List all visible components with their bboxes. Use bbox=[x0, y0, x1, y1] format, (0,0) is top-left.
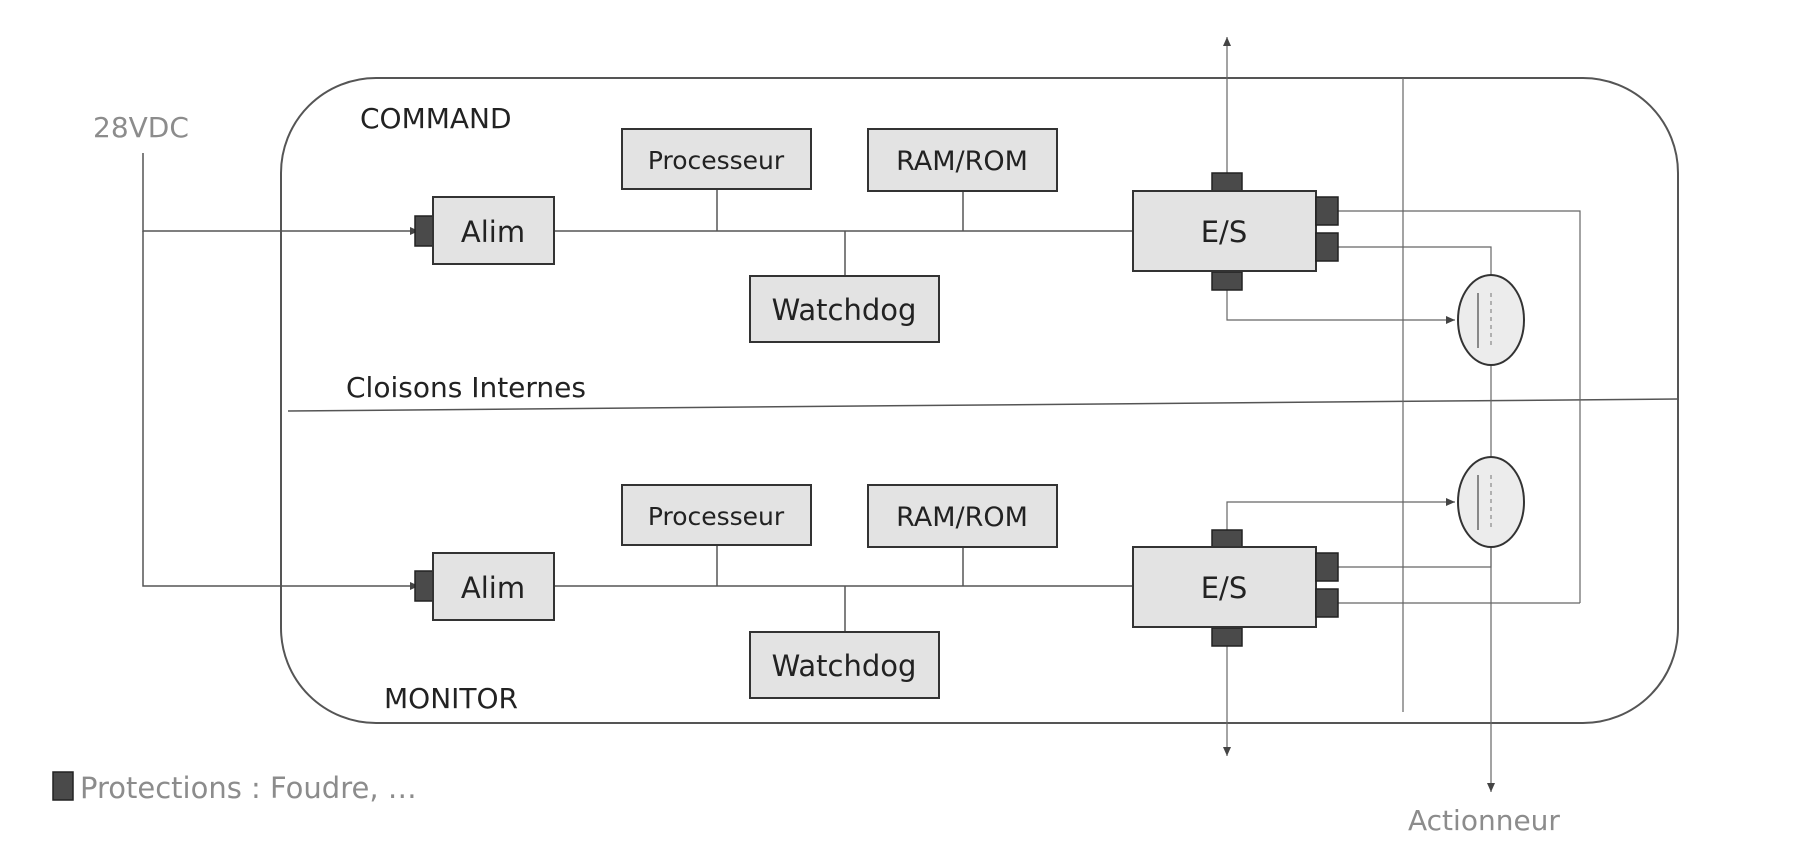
power-feed-monitor bbox=[142, 231, 419, 590]
monitor-processor-box bbox=[621, 484, 812, 546]
command-io-box bbox=[1132, 190, 1317, 272]
actuator-coil-monitor bbox=[1457, 456, 1525, 548]
monitor-io-bottom-protection bbox=[1211, 627, 1243, 647]
monitor-memory-box bbox=[867, 484, 1058, 548]
command-alim-box bbox=[432, 196, 555, 265]
monitor-title: MONITOR bbox=[384, 682, 518, 715]
monitor-io-to-actuator bbox=[1226, 498, 1455, 532]
actuator-feedback-to-monitor bbox=[1328, 547, 1492, 571]
command-watchdog-box bbox=[749, 275, 940, 343]
command-memory-label: RAM/ROM bbox=[896, 146, 1028, 177]
monitor-watchdog-label: Watchdog bbox=[772, 649, 917, 683]
command-memory-box bbox=[867, 128, 1058, 192]
monitor-io-right-protection-1 bbox=[1315, 552, 1339, 582]
internal-partition-line bbox=[287, 398, 1679, 412]
equipment-enclosure bbox=[280, 77, 1679, 724]
actuator-label: Actionneur bbox=[1408, 804, 1560, 837]
command-io-to-actuator bbox=[1226, 290, 1455, 324]
command-alim-label: Alim bbox=[461, 215, 525, 249]
monitor-io-right-protection-2 bbox=[1315, 588, 1339, 618]
actuator-coil-command bbox=[1457, 274, 1525, 366]
monitor-memory-label: RAM/ROM bbox=[896, 502, 1028, 533]
monitor-alim-box bbox=[432, 552, 555, 621]
monitor-alim-label: Alim bbox=[461, 571, 525, 605]
command-processor-label: Processeur bbox=[648, 146, 785, 175]
command-io-feedback-out bbox=[1328, 246, 1492, 281]
legend-protection-swatch bbox=[52, 771, 74, 801]
monitor-io-box bbox=[1132, 546, 1317, 628]
command-io-right-protection-1 bbox=[1315, 196, 1339, 226]
command-title: COMMAND bbox=[360, 102, 512, 135]
monitor-io-label: E/S bbox=[1201, 571, 1248, 605]
legend-label: Protections : Foudre, … bbox=[80, 771, 417, 805]
monitor-processor-label: Processeur bbox=[648, 502, 785, 531]
command-io-label: E/S bbox=[1201, 215, 1248, 249]
partition-label: Cloisons Internes bbox=[346, 371, 586, 404]
monitor-io-top-protection bbox=[1211, 529, 1243, 549]
command-io-right-protection-2 bbox=[1315, 232, 1339, 262]
cross-link-to-command bbox=[1328, 207, 1581, 603]
command-processor-box bbox=[621, 128, 812, 190]
command-io-bottom-protection bbox=[1211, 271, 1243, 291]
command-io-top-protection bbox=[1211, 172, 1243, 192]
power-label: 28VDC bbox=[93, 111, 189, 144]
monitor-watchdog-box bbox=[749, 631, 940, 699]
command-watchdog-label: Watchdog bbox=[772, 293, 917, 327]
